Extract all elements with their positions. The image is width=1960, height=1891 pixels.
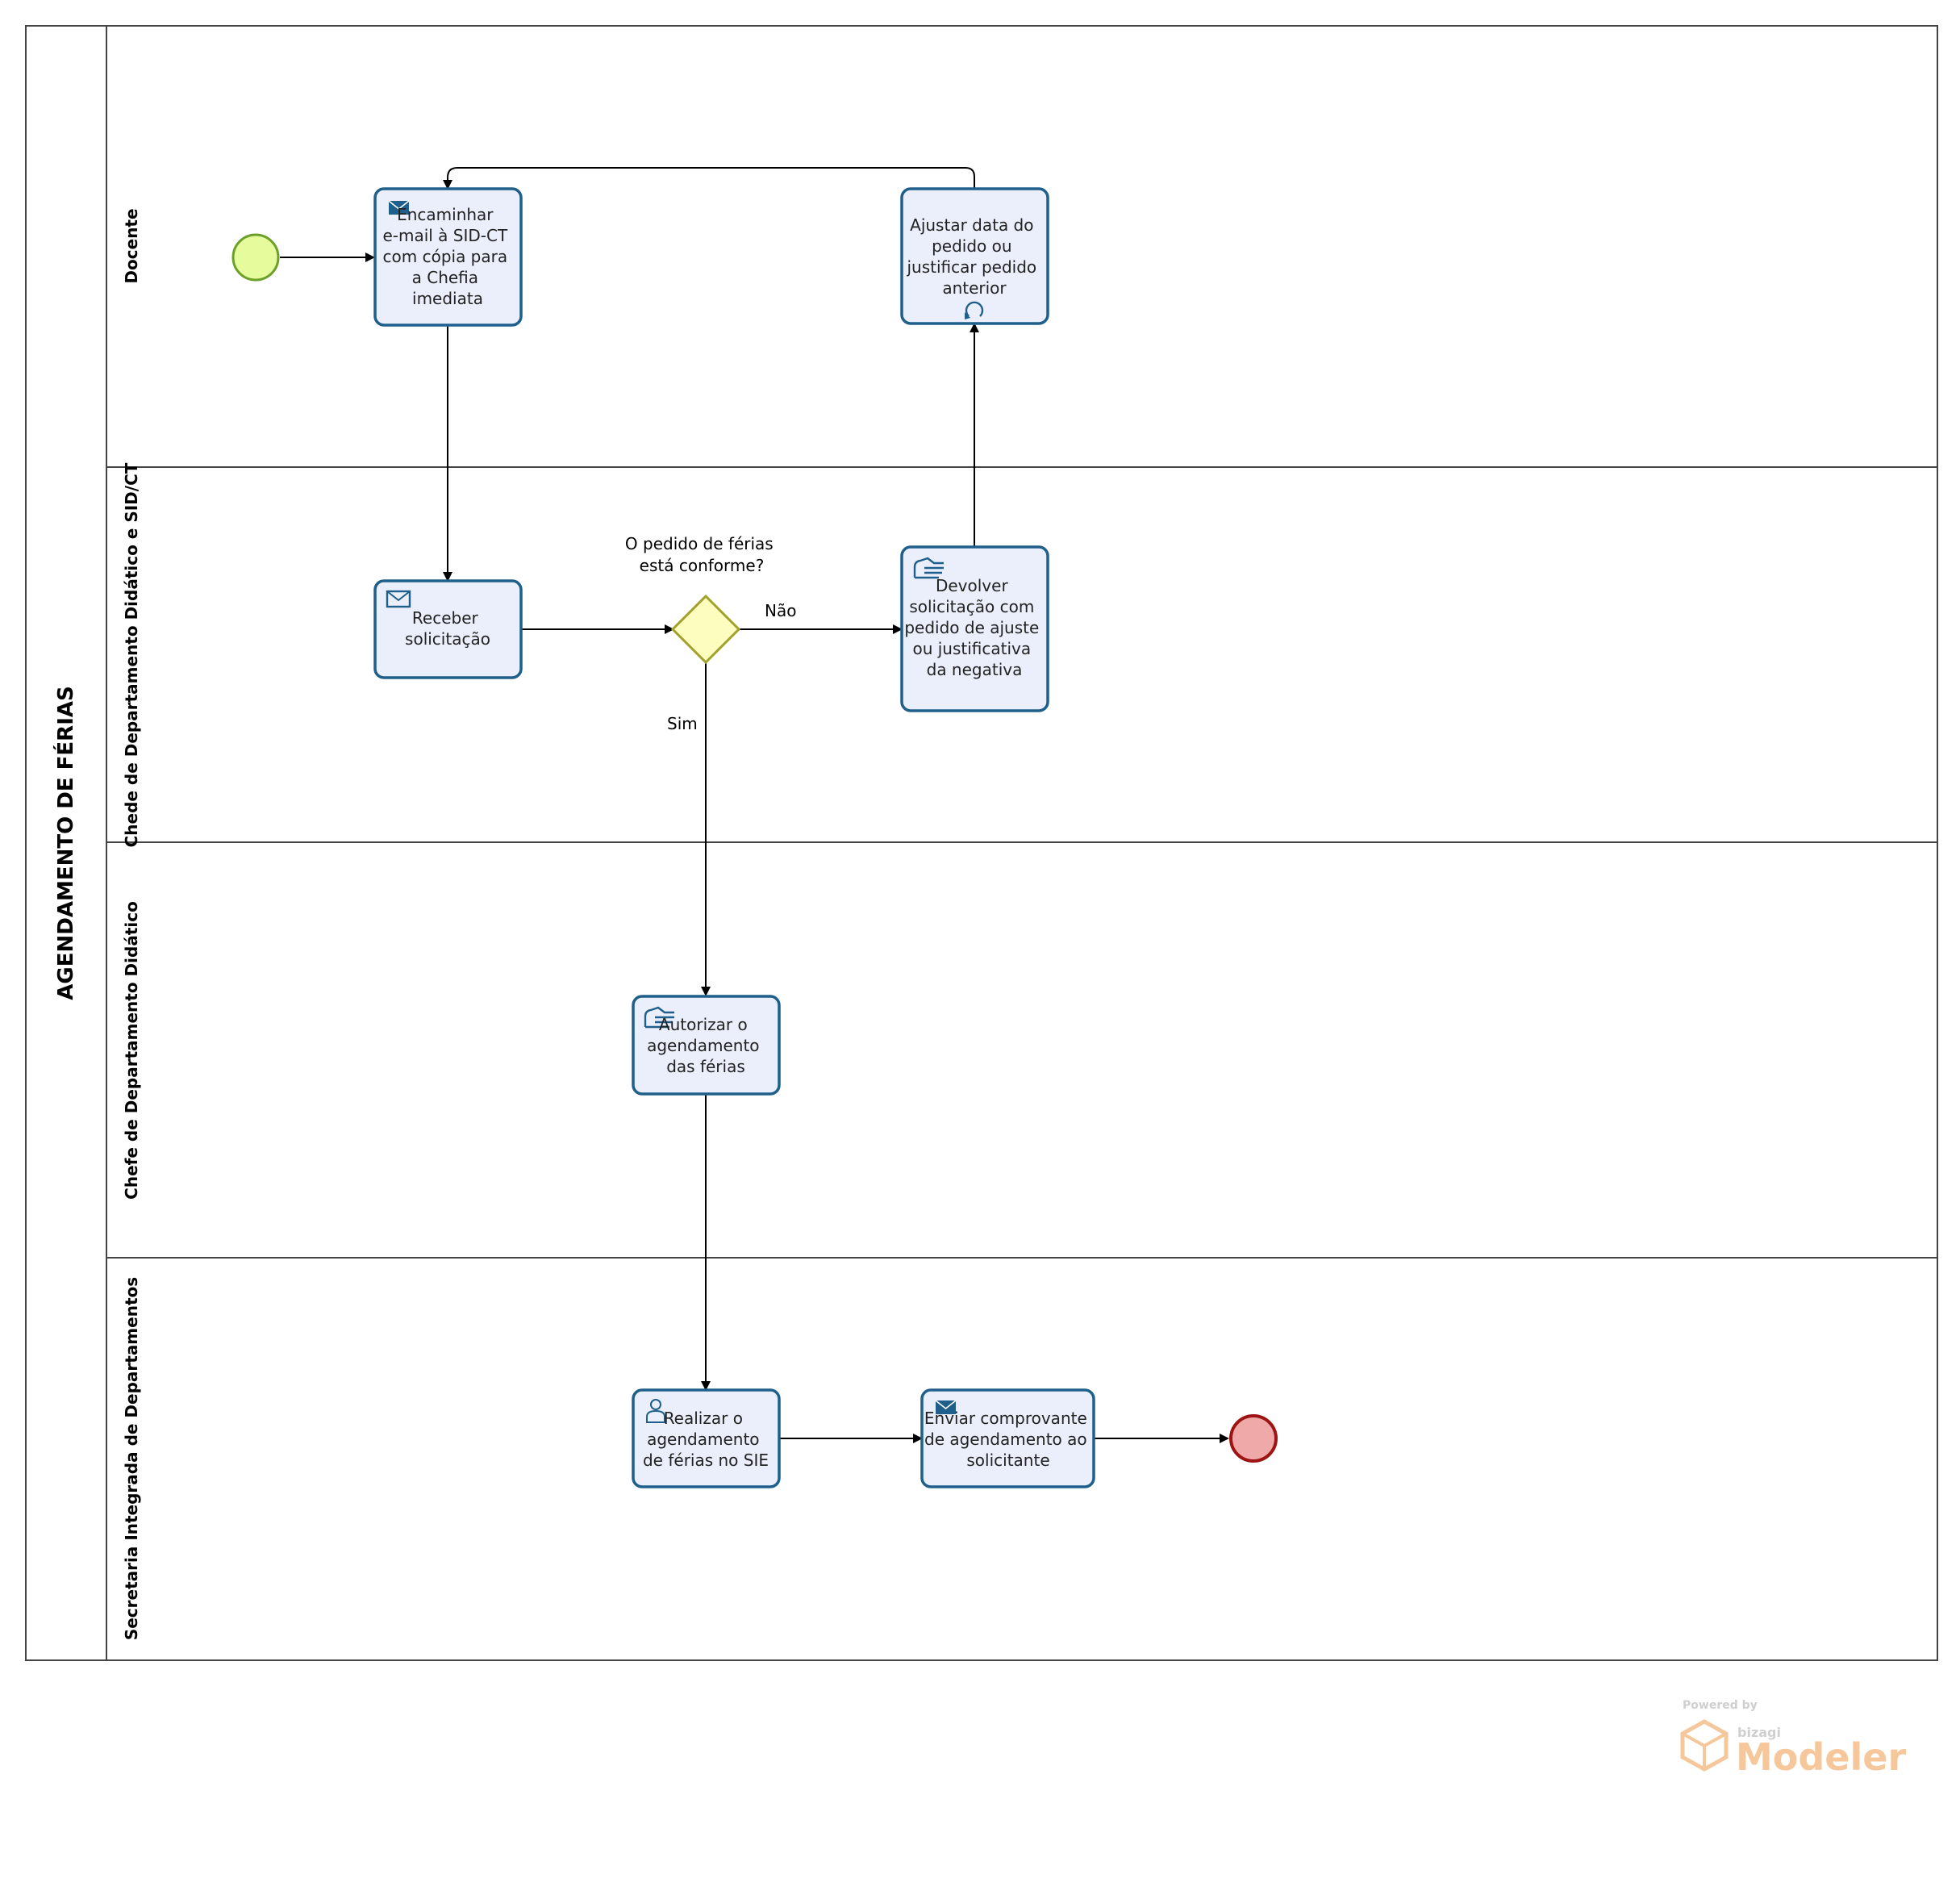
lane-title-chefe-sid: Chede de Departamento Didático e SID/CT bbox=[122, 462, 141, 847]
powered-by-text: Powered by bbox=[1683, 1699, 1758, 1712]
gateway-label-line-1: O pedido de férias bbox=[625, 534, 774, 553]
task-devolver[interactable]: Devolver solicitação com pedido de ajust… bbox=[900, 545, 1049, 712]
task-realizar[interactable]: Realizar o agendamento de férias no SIE bbox=[632, 1388, 781, 1488]
bizagi-logo-icon bbox=[1680, 1719, 1729, 1772]
loop-icon bbox=[965, 301, 984, 319]
end-event[interactable] bbox=[1229, 1414, 1278, 1463]
start-event[interactable] bbox=[231, 233, 280, 282]
pool: AGENDAMENTO DE FÉRIAS Docente Chede de D… bbox=[25, 25, 1938, 1661]
task-realizar-label: Realizar o agendamento de férias no SIE bbox=[643, 1409, 769, 1470]
task-encaminhar[interactable]: Encaminhar e-mail à SID-CT com cópia par… bbox=[373, 187, 523, 327]
gateway-label: O pedido de férias está conforme? bbox=[625, 534, 778, 575]
task-devolver-label: Devolver solicitação com pedido de ajust… bbox=[904, 576, 1044, 679]
bizagi-text: bizagi bbox=[1737, 1725, 1781, 1740]
task-ajustar-box[interactable] bbox=[900, 187, 1049, 325]
task-autorizar-box[interactable] bbox=[632, 995, 781, 1096]
task-enviar[interactable]: Enviar comprovante de agendamento ao sol… bbox=[920, 1388, 1095, 1488]
flow-label-nao: Não bbox=[765, 601, 796, 620]
exclusive-gateway[interactable]: O pedido de férias está conforme? bbox=[625, 534, 778, 665]
task-encaminhar-box[interactable] bbox=[373, 187, 523, 327]
task-autorizar-label: Autorizar o agendamento das férias bbox=[647, 1015, 765, 1076]
task-ajustar[interactable]: Ajustar data do pedido ou justificar ped… bbox=[900, 187, 1049, 325]
envelope-receive-icon bbox=[386, 590, 411, 608]
flow-ajustar-to-encaminhar bbox=[443, 167, 975, 190]
task-receber[interactable]: Receber solicitação bbox=[373, 579, 523, 679]
user-task-icon bbox=[646, 1399, 665, 1423]
modeler-text: Modeler bbox=[1736, 1735, 1906, 1779]
pool-title: AGENDAMENTO DE FÉRIAS bbox=[52, 686, 78, 1000]
task-receber-box[interactable] bbox=[373, 579, 523, 679]
hand-manual-icon bbox=[913, 557, 944, 579]
sequence-flows: Não Sim bbox=[280, 167, 1229, 1443]
bizagi-watermark: Powered by bizagi Modeler bbox=[1680, 1699, 1906, 1779]
gateway-label-line-2: está conforme? bbox=[640, 556, 765, 575]
flow-label-sim: Sim bbox=[667, 714, 698, 733]
gateway-diamond[interactable] bbox=[670, 594, 741, 665]
task-ajustar-label: Ajustar data do pedido ou justificar ped… bbox=[906, 215, 1041, 298]
lane-title-docente: Docente bbox=[122, 208, 141, 283]
lane-title-secretaria: Secretaria Integrada de Departamentos bbox=[122, 1277, 141, 1640]
task-encaminhar-label: Encaminhar e-mail à SID-CT com cópia par… bbox=[382, 205, 512, 308]
task-receber-label: Receber solicitação bbox=[405, 608, 490, 649]
envelope-send-icon bbox=[388, 200, 410, 215]
hand-manual-icon bbox=[644, 1006, 674, 1029]
task-enviar-box[interactable] bbox=[920, 1388, 1095, 1488]
lane-title-chefe: Chefe de Departamento Didático bbox=[122, 901, 141, 1200]
task-enviar-label: Enviar comprovante de agendamento ao sol… bbox=[924, 1409, 1092, 1470]
task-autorizar[interactable]: Autorizar o agendamento das férias bbox=[632, 995, 781, 1096]
envelope-send-icon bbox=[935, 1400, 957, 1414]
task-devolver-box[interactable] bbox=[900, 545, 1049, 712]
task-realizar-box[interactable] bbox=[632, 1388, 781, 1488]
